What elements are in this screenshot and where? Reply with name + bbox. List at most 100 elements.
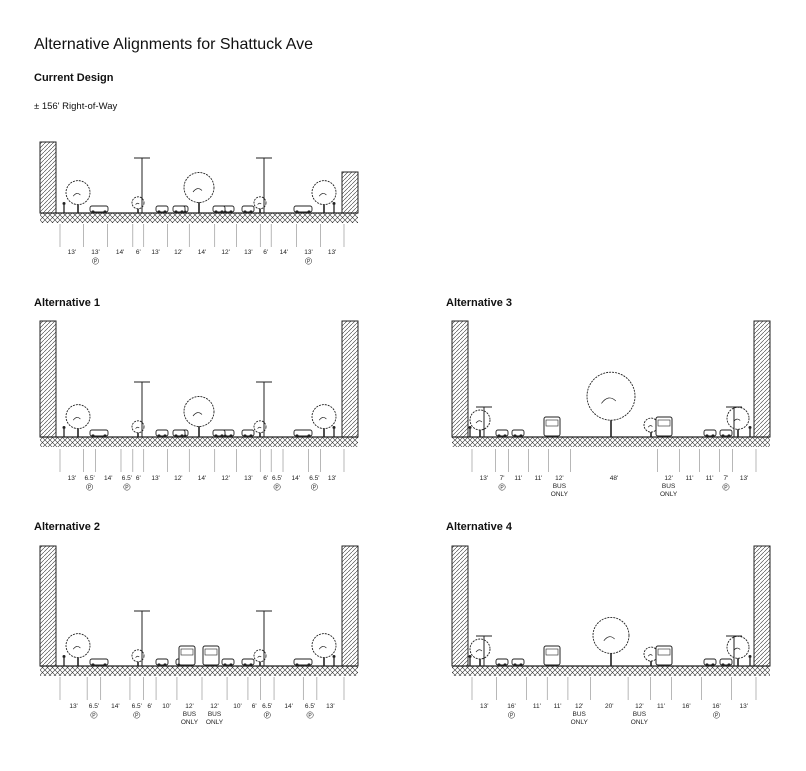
tree-canopy	[586, 371, 636, 421]
section-alt4: 13'16'P11'11'12'BUSONLY20'12'BUSONLY11'1…	[451, 545, 771, 726]
bus-lane-label: BUS	[573, 711, 587, 718]
dimension-label: 13'	[244, 249, 252, 256]
car-wheel	[513, 663, 517, 667]
dimension-label: 13'	[480, 703, 488, 710]
car-wheel	[295, 663, 299, 667]
dimension-label: 11'	[514, 475, 522, 482]
dimension-label: 11'	[706, 475, 714, 482]
dimension-label: 12'	[221, 249, 229, 256]
dimension-label: 6.5'	[262, 703, 272, 710]
parking-symbol: P	[500, 485, 504, 491]
pedestrian-head	[468, 655, 472, 658]
car-wheel	[163, 210, 167, 214]
building-right	[341, 545, 359, 667]
building-left	[39, 141, 57, 214]
building-left	[451, 320, 469, 438]
dimension-label: 13'	[740, 475, 748, 482]
bus-window	[657, 648, 671, 656]
parking-symbol: P	[125, 485, 129, 491]
parking-symbol-circle	[123, 483, 131, 491]
dimension-label: 20'	[605, 703, 613, 710]
car-wheel	[705, 434, 709, 438]
dimension-label: 14'	[198, 475, 206, 482]
car-wheel	[721, 663, 725, 667]
tree-branch	[192, 188, 203, 193]
dimension-label: 6'	[147, 703, 152, 710]
pedestrian-head	[332, 426, 336, 429]
dimension-label: 12'	[185, 703, 193, 710]
dimension-label: 13'	[151, 249, 159, 256]
ground-hatch	[40, 666, 358, 676]
building-right	[341, 320, 359, 438]
dimension-label: 12'	[221, 475, 229, 482]
parking-symbol: P	[266, 713, 270, 719]
tree-canopy	[65, 404, 91, 430]
dimension-label: 14'	[280, 249, 288, 256]
pedestrian-head	[468, 426, 472, 429]
tree-canopy	[311, 180, 337, 206]
dimension-label: 14'	[284, 703, 292, 710]
car-wheel	[229, 434, 233, 438]
car-wheel	[721, 434, 725, 438]
tree-branch	[318, 646, 327, 650]
alt4-title: Alternative 4	[446, 521, 513, 533]
pedestrian-head	[332, 202, 336, 205]
tree-branch	[318, 193, 327, 197]
tree-canopy	[311, 633, 337, 659]
right-of-way-label: ± 156' Right-of-Way	[34, 101, 118, 112]
parking-symbol: P	[275, 485, 279, 491]
tree-canopy	[469, 638, 491, 660]
parking-symbol-circle	[133, 711, 141, 719]
building-right	[753, 320, 771, 438]
car-wheel	[214, 210, 218, 214]
bus-lane-label: BUS	[633, 711, 647, 718]
car	[293, 429, 313, 437]
tree-branch	[135, 655, 140, 658]
parking-symbol-circle	[508, 711, 515, 719]
car-wheel	[243, 210, 247, 214]
pedestrian-head	[748, 655, 752, 658]
pedestrian-head	[62, 426, 66, 429]
dimension-label: 10'	[233, 703, 241, 710]
bus-lane-label: ONLY	[660, 491, 678, 498]
section-alt3: 13'7'P11'11'12'BUSONLY48'12'BUSONLY11'11…	[451, 320, 771, 498]
car-wheel	[220, 434, 224, 438]
tree-canopy	[726, 406, 750, 430]
bus-window	[657, 419, 671, 427]
alt3-title: Alternative 3	[446, 297, 513, 309]
dimension-label: 6'	[136, 249, 141, 256]
bus-lane-label: ONLY	[571, 719, 589, 726]
section-alt1: 13'6.5'P14'6.5'P6'13'12'14'12'13'6'6.5'P…	[39, 320, 359, 491]
car-wheel	[727, 663, 731, 667]
parking-symbol: P	[92, 713, 96, 719]
tree-branch	[257, 655, 262, 658]
page-title: Alternative Alignments for Shattuck Ave	[34, 36, 313, 53]
tree-canopy	[253, 649, 267, 663]
parking-symbol-circle	[273, 483, 281, 491]
dimension-label: 13'	[244, 475, 252, 482]
parking-symbol-circle	[310, 483, 318, 491]
parking-symbol-circle	[306, 711, 314, 719]
parking-symbol-circle	[90, 711, 98, 719]
dimension-label: 13'	[326, 703, 334, 710]
car-wheel	[249, 434, 253, 438]
tree-branch	[135, 426, 140, 429]
pedestrian-head	[62, 202, 66, 205]
dimension-label: 7'	[724, 475, 729, 482]
dimension-label: 13'	[68, 249, 76, 256]
car-wheel	[243, 663, 247, 667]
tree-canopy	[183, 396, 215, 427]
car-wheel	[307, 434, 311, 438]
bus-lane-label: ONLY	[631, 719, 649, 726]
bus-window	[204, 648, 218, 656]
bus-lane-label: BUS	[553, 483, 567, 490]
parking-symbol: P	[135, 713, 139, 719]
car-wheel	[513, 434, 517, 438]
building-left	[451, 545, 469, 667]
dimension-label: 7'	[500, 475, 505, 482]
bus-lane-label: ONLY	[551, 491, 569, 498]
parking-symbol: P	[724, 485, 728, 491]
dimension-label: 6'	[136, 475, 141, 482]
bus-window	[545, 648, 559, 656]
dimension-label: 13'	[304, 249, 312, 256]
